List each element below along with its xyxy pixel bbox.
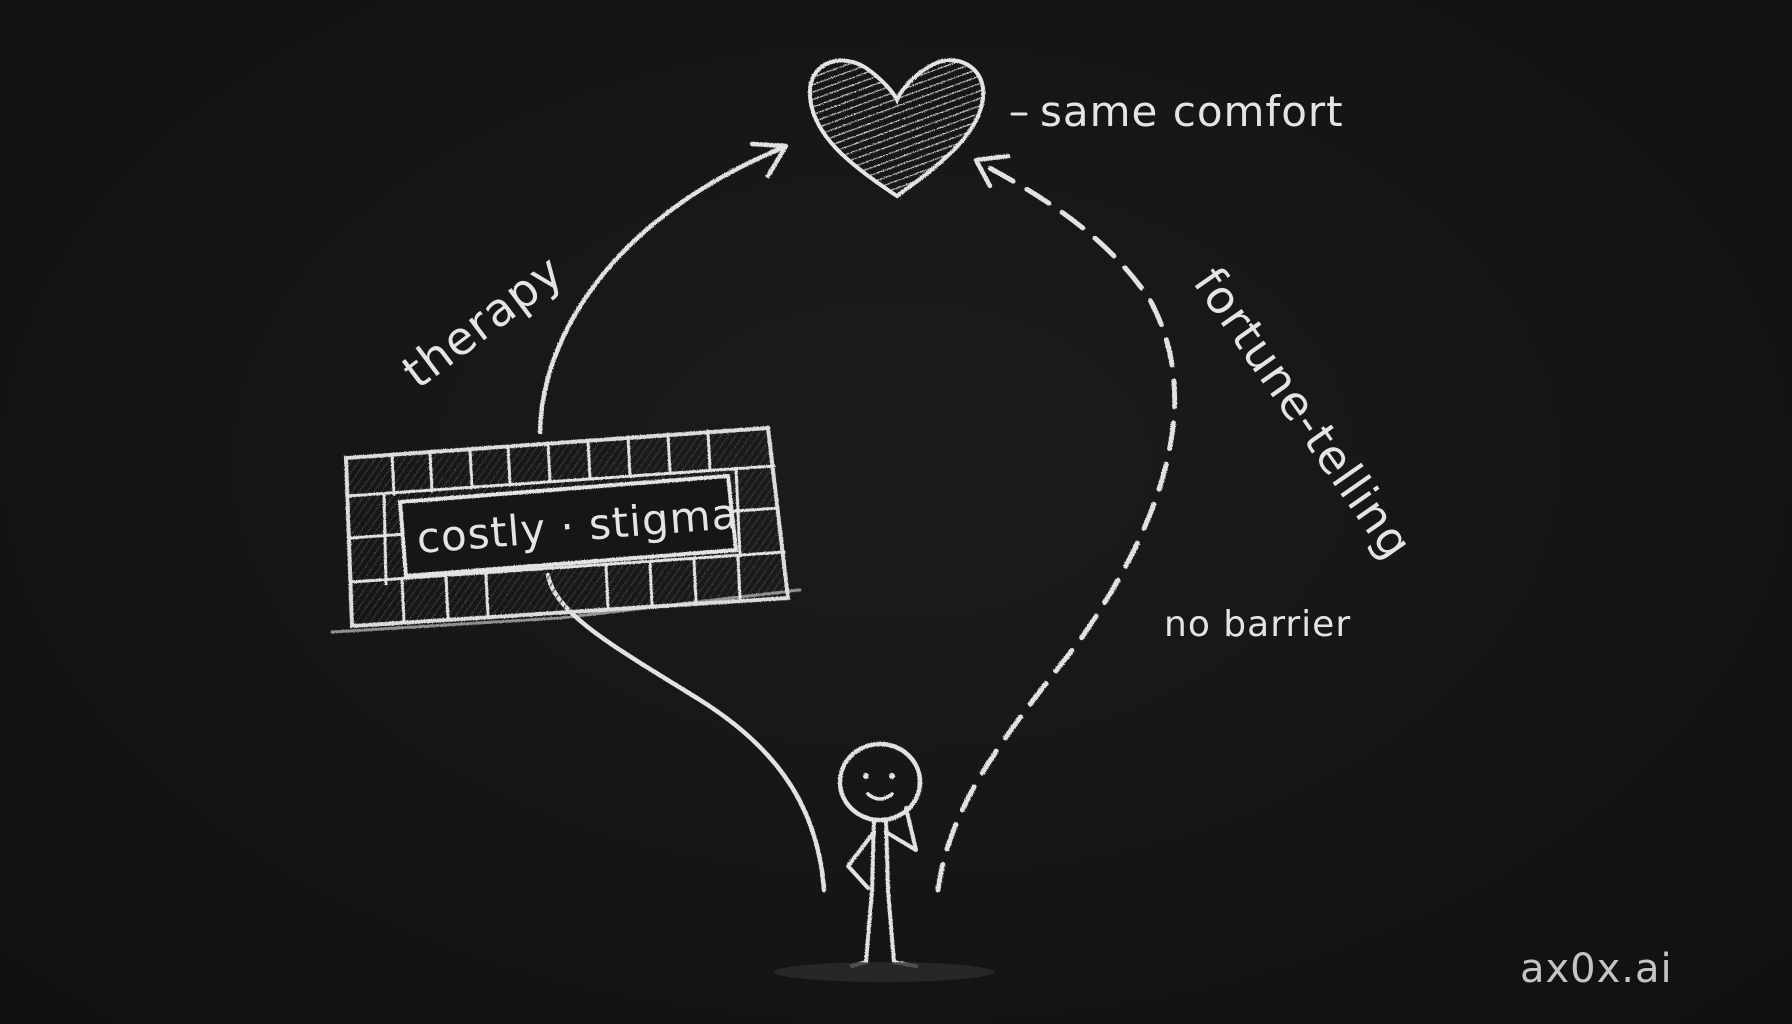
- watermark: ax0x.ai: [1520, 946, 1673, 992]
- fortune-telling-path: [935, 153, 1178, 893]
- fortune-telling-arrowhead: [973, 153, 1011, 189]
- heart-icon: [807, 58, 986, 199]
- therapy-label: therapy: [392, 244, 573, 399]
- goal-label: same comfort: [1040, 87, 1344, 136]
- therapy-arrowhead: [749, 141, 789, 179]
- stick-figure-icon: [774, 741, 994, 982]
- fortune-telling-label: fortune-telling: [1183, 257, 1424, 569]
- no-barrier-label: no barrier: [1164, 604, 1351, 645]
- brick-wall-icon: [330, 425, 802, 634]
